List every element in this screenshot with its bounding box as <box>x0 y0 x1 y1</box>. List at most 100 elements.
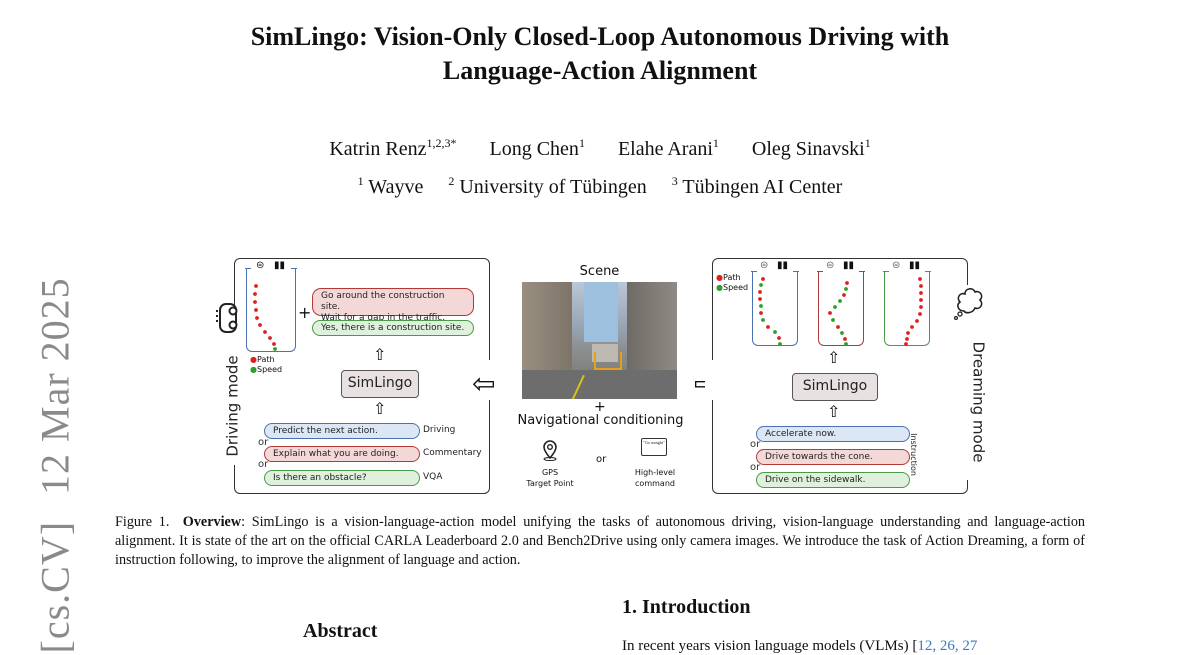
output-line: Go around the construction site. <box>321 291 445 312</box>
affiliation: 3 Tübingen AI Center <box>671 174 843 198</box>
trajectory-dot <box>258 323 262 327</box>
trajectory-dot <box>253 292 257 296</box>
trajectory-dot <box>919 298 923 302</box>
pedals-icon: ▮▮ <box>274 260 286 271</box>
author-sup: 1 <box>578 136 585 150</box>
building-right <box>627 282 677 374</box>
steering-wheel-icon: ⊜ <box>826 260 835 271</box>
legend-speed: ●Speed <box>250 365 283 374</box>
prompt-bubble-vqa: Is there an obstacle? <box>264 470 420 486</box>
author: Oleg Sinavski1 <box>752 136 871 160</box>
task-label-driving: Driving <box>423 425 456 435</box>
trajectory-legend: ●Path ●Speed <box>250 355 282 375</box>
thought-cloud-icon <box>953 288 983 320</box>
steering-wheel-icon: ⊜ <box>760 260 769 271</box>
trajectory-dot <box>905 337 909 341</box>
trajectory-box <box>245 268 297 352</box>
or-label: or <box>596 454 607 465</box>
prompt-bubble-driving: Predict the next action. <box>264 423 420 439</box>
output-line: Wait for a gap in the traffic. <box>321 313 446 323</box>
trajectory-dot <box>919 284 923 288</box>
trajectory-dot <box>915 319 919 323</box>
gps-label-line: Target Point <box>526 479 574 488</box>
trajectory-dot <box>918 312 922 316</box>
trajectory-box-red <box>817 271 865 346</box>
legend-speed-label: Speed <box>722 283 749 292</box>
author-sup: 1,2,3* <box>426 136 457 150</box>
up-arrow-icon: ⇧ <box>373 399 387 418</box>
author-name: Katrin Renz <box>329 138 427 160</box>
trajectory-dot <box>759 304 763 308</box>
panel-gap <box>480 360 500 400</box>
sky <box>584 282 618 342</box>
panel-gap <box>222 315 246 465</box>
instruction-bubble-accelerate: Accelerate now. <box>756 426 910 442</box>
affiliation-sup: 3 <box>671 174 678 188</box>
affiliation: 2 University of Tübingen <box>448 174 646 198</box>
intro-text: In recent years vision language models (… <box>622 638 918 654</box>
task-label-commentary: Commentary <box>423 448 482 458</box>
up-arrow-icon: ⇧ <box>373 345 387 364</box>
scene-image <box>522 282 677 399</box>
or-label: or <box>258 437 269 448</box>
dream-trajectory-cone <box>828 281 849 346</box>
author-sup: 1 <box>864 136 871 150</box>
affiliation-list: 1 Wayve 2 University of Tübingen 3 Tübin… <box>0 174 1200 199</box>
trajectory-dot <box>919 291 923 295</box>
trajectory-dot <box>759 311 763 315</box>
legend-path: ●Path <box>716 273 741 282</box>
output-bubble-commentary: Go around the construction site. Wait fo… <box>312 288 474 323</box>
trajectory-box-blue <box>751 271 799 346</box>
building-left <box>522 282 572 372</box>
task-label-vqa: VQA <box>423 472 443 482</box>
scene-label: Scene <box>579 264 620 279</box>
trajectory-dot <box>840 331 844 335</box>
trajectory-dot <box>918 277 922 281</box>
pedals-icon: ▮▮ <box>777 260 789 271</box>
abstract-heading: Abstract <box>303 620 378 642</box>
trajectory-dot <box>766 325 770 329</box>
up-arrow-icon: ⇧ <box>827 348 841 367</box>
or-label: or <box>750 462 761 473</box>
trajectory-dot <box>828 311 832 315</box>
trajectory-dot <box>778 342 782 346</box>
author-name: Elahe Arani <box>617 138 713 160</box>
steering-wheel-icon: ⊜ <box>256 260 265 271</box>
figure-caption: Figure 1. Overview: SimLingo is a vision… <box>115 513 1085 570</box>
trajectory-dot <box>253 300 257 304</box>
trajectory-dot <box>904 342 908 346</box>
arxiv-date: 12 Mar 2025 <box>32 277 78 495</box>
or-label: or <box>750 439 761 450</box>
title-line-2: Language-Action Alignment <box>442 56 758 85</box>
output-bubble-vqa: Yes, there is a construction site. <box>312 320 474 336</box>
overview-figure: Driving mode ⊜ ▮▮ ●Path ●Speed + Go arou… <box>200 255 1000 500</box>
trajectory-dot <box>843 337 847 341</box>
citation-link[interactable]: 12, 26, 27 <box>917 638 978 654</box>
trajectory-dot <box>272 342 276 346</box>
affiliation-name: Wayve <box>368 176 424 198</box>
introduction-heading: 1. Introduction <box>622 596 751 618</box>
instruction-bubble-sidewalk: Drive on the sidewalk. <box>756 472 910 488</box>
author-name: Long Chen <box>489 138 579 160</box>
gps-label-line: GPS <box>541 468 559 477</box>
author: Long Chen1 <box>489 136 585 160</box>
command-label-line: High-level <box>634 468 676 477</box>
trajectory-dot <box>268 336 272 340</box>
dream-trajectory-accelerate <box>758 277 782 346</box>
trajectory-dot <box>836 325 840 329</box>
title-line-1: SimLingo: Vision-Only Closed-Loop Autono… <box>250 22 950 51</box>
paper-title: SimLingo: Vision-Only Closed-Loop Autono… <box>0 20 1200 88</box>
trajectory-dot <box>844 287 848 291</box>
trajectory-dot <box>838 299 842 303</box>
construction-barrier <box>594 352 622 370</box>
caption-bold: Overview <box>182 514 242 530</box>
plus-sign: + <box>594 399 606 415</box>
driving-trajectory <box>253 284 277 351</box>
trajectory-dot <box>777 336 781 340</box>
car-icon <box>216 303 238 333</box>
simlingo-model-box: SimLingo <box>792 373 878 401</box>
affiliation-sup: 1 <box>357 174 364 188</box>
road <box>522 370 677 399</box>
trajectory-dot <box>773 330 777 334</box>
trajectory-dot <box>761 318 765 322</box>
